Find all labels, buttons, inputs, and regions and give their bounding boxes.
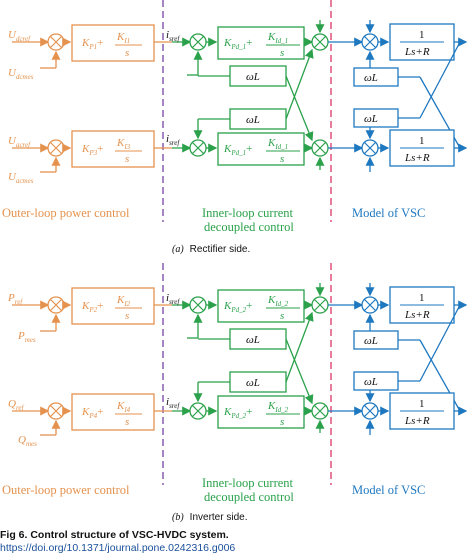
svg-text:s: s [280, 47, 284, 59]
rect-input1-mes: Udcmes [8, 67, 34, 81]
rect-input2-mes: Uacmes [8, 171, 34, 185]
doi-link[interactable]: https://doi.org/10.1371/journal.pone.024… [0, 542, 236, 554]
inv-input1-mes: Pmes [17, 330, 36, 344]
svg-text:s: s [125, 416, 129, 428]
svg-text:KI4: KI4 [116, 400, 131, 414]
label-outer-loop: Outer-loop power control [2, 206, 130, 220]
rect-sref-q: isref [166, 133, 180, 147]
svg-text:isref: isref [166, 292, 180, 306]
svg-text:ωL: ωL [364, 335, 378, 347]
figure-caption: Fig 6. Control structure of VSC-HVDC sys… [0, 529, 229, 541]
panel-rectifier [12, 0, 468, 222]
inv-input2-ref: Qref [8, 398, 25, 412]
svg-text:ωL: ωL [246, 377, 260, 389]
svg-text:ωL: ωL [364, 376, 378, 388]
vsc-numerator: 1 [419, 29, 425, 41]
label-vsc-b: Model of VSC [352, 483, 425, 497]
inner-pi-1 [217, 26, 305, 60]
omega-l-label: ωL [364, 113, 378, 125]
svg-text:KId_1: KId_1 [267, 137, 288, 151]
rect-input1-ref: Udcref [8, 29, 31, 43]
rect-inner2-kp: KPd_1+ [223, 143, 252, 157]
pi-controller-2 [71, 130, 155, 168]
omega-l-label: ωL [364, 72, 378, 84]
svg-text:KPd_2+: KPd_2+ [223, 300, 252, 314]
svg-text:s: s [280, 416, 284, 428]
inv-input2-mes: Qmes [18, 434, 37, 448]
svg-text:s: s [125, 47, 129, 59]
svg-text:KI2: KI2 [116, 294, 131, 308]
rect-sref-d: isref [166, 29, 180, 43]
rect-input2-ref: Uacref [8, 135, 31, 149]
svg-text:s: s [125, 310, 129, 322]
vsc-denominator: Ls+R [404, 46, 430, 58]
label-vsc: Model of VSC [352, 206, 425, 220]
svg-text:Ls+R: Ls+R [404, 415, 430, 427]
label-outer-loop-b: Outer-loop power control [2, 483, 130, 497]
svg-text:KId_2: KId_2 [267, 294, 289, 308]
svg-text:1: 1 [419, 292, 425, 304]
svg-text:ωL: ωL [246, 334, 260, 346]
svg-text:s: s [280, 153, 284, 165]
label-inner-loop-b-2: decoupled control [204, 490, 294, 504]
rect-pi2-kp: KP3+ [81, 143, 103, 157]
caption-a: (a)Rectifier side. [172, 244, 250, 255]
svg-text:KPd_2+: KPd_2+ [223, 406, 252, 420]
label-inner-loop-2: decoupled control [204, 220, 294, 234]
panel-inverter [12, 263, 468, 485]
svg-text:KP2+: KP2+ [81, 300, 103, 314]
svg-text:Ls+R: Ls+R [404, 309, 430, 321]
label-inner-loop-b: Inner-loop current [202, 476, 294, 490]
label-inner-loop: Inner-loop current [202, 206, 294, 220]
svg-text:s: s [280, 310, 284, 322]
rect-inner1-kp: KPd_1+ [223, 37, 252, 51]
pi-controller-1 [71, 24, 155, 62]
svg-text:KP4+: KP4+ [81, 406, 103, 420]
svg-text:KId_1: KId_1 [267, 31, 288, 45]
inner-pi-2 [217, 132, 305, 166]
svg-text:KId_2: KId_2 [267, 400, 289, 414]
svg-text:isref: isref [166, 396, 180, 410]
svg-text:1: 1 [419, 398, 425, 410]
rect-pi1-kp: KP1+ [81, 37, 103, 51]
rect-pi1-ki: KI1 [116, 31, 130, 45]
svg-text:s: s [125, 153, 129, 165]
caption-b: (b)Inverter side. [172, 512, 247, 523]
omega-l-label: ωL [246, 114, 260, 126]
svg-text:Ls+R: Ls+R [404, 152, 430, 164]
rect-pi2-ki: KI3 [116, 137, 131, 151]
svg-text:1: 1 [419, 135, 425, 147]
inv-input1-ref: Pref [7, 292, 23, 306]
omega-l-label: ωL [246, 71, 260, 83]
